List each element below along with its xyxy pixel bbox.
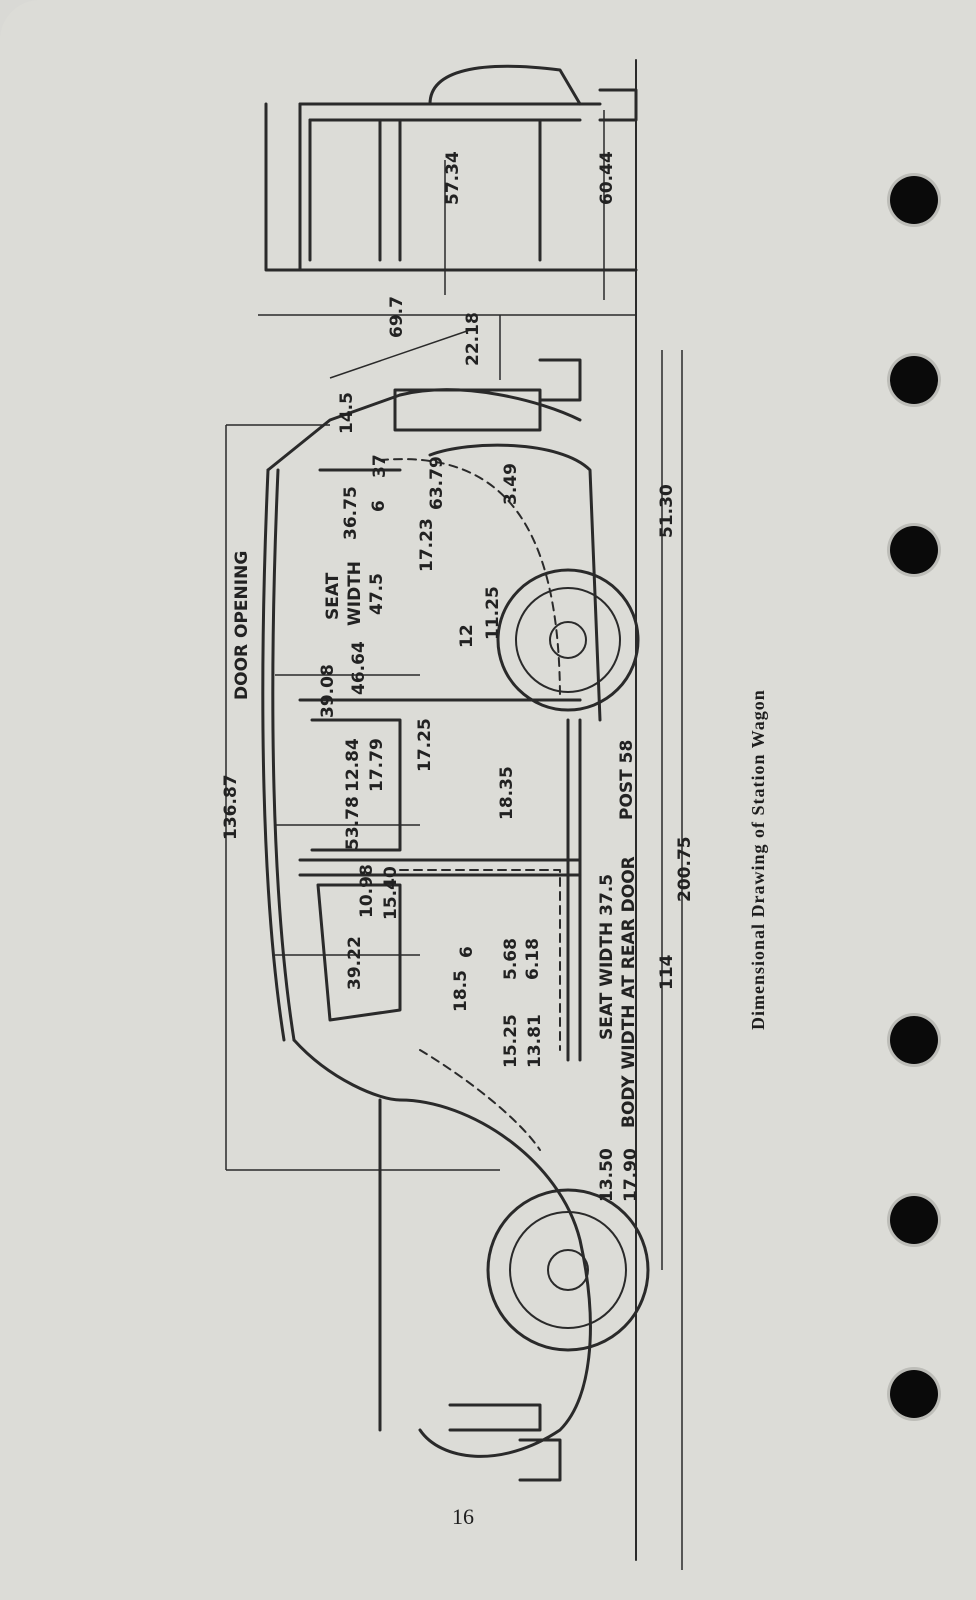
callout: 60.44	[597, 151, 617, 205]
callout: 17.79	[367, 738, 387, 792]
callout: 18.5	[451, 970, 471, 1012]
callout: 6	[369, 500, 389, 512]
binder-hole	[890, 356, 938, 404]
callout: 22.18	[463, 312, 483, 366]
callout: 114	[657, 954, 677, 990]
callouts: 57.34 60.44 69.7 22.18 14.5 37 63.79 3.4…	[221, 151, 695, 1202]
callout: 39.08	[318, 664, 338, 718]
callout: 53.78	[343, 796, 363, 850]
callout: 11.25	[483, 586, 503, 640]
dimension-lines	[225, 110, 683, 1570]
callout: 6	[457, 946, 477, 958]
page-number: 16	[452, 1504, 474, 1529]
callout: 3.49	[501, 463, 521, 505]
callout: 17.90	[621, 1148, 641, 1202]
callout: 12	[457, 624, 477, 648]
callout: 47.5	[367, 573, 387, 615]
callout: 18.35	[497, 766, 517, 820]
callout: 10.98	[357, 864, 377, 918]
callout: 69.7	[387, 296, 407, 338]
callout: 15.25	[501, 1014, 521, 1068]
callout: POST 58	[617, 740, 637, 820]
callout: 36.75	[341, 486, 361, 540]
binder-hole	[890, 1370, 938, 1418]
callout: 17.25	[415, 718, 435, 772]
callout: 13.50	[597, 1148, 617, 1202]
callout: 136.87	[221, 774, 241, 840]
callout: 39.22	[345, 936, 365, 990]
callout: 13.81	[525, 1014, 545, 1068]
callout: BODY WIDTH AT REAR DOOR	[619, 856, 639, 1128]
callout: 15.40	[381, 866, 401, 920]
callout: 51.30	[657, 484, 677, 538]
callout: 17.23	[417, 518, 437, 572]
binder-hole	[890, 1196, 938, 1244]
binder-hole	[890, 1016, 938, 1064]
figure-caption: Dimensional Drawing of Station Wagon	[748, 689, 768, 1030]
callout: 37	[370, 454, 390, 478]
callout: 63.79	[427, 456, 447, 510]
binder-hole	[890, 526, 938, 574]
binder-hole	[890, 176, 938, 224]
callout: SEAT	[323, 572, 343, 620]
callout: 57.34	[443, 151, 463, 205]
callout: SEAT WIDTH 37.5	[597, 874, 617, 1040]
callout: 5.68	[501, 938, 521, 980]
callout: 14.5	[337, 392, 357, 434]
callout: DOOR OPENING	[232, 551, 252, 700]
callout: 46.64	[349, 641, 369, 695]
callout: 200.75	[675, 836, 695, 902]
callout: WIDTH	[345, 561, 365, 626]
callout: 6.18	[523, 938, 543, 980]
car-outline	[261, 59, 650, 1561]
callout: 12.84	[343, 738, 363, 792]
